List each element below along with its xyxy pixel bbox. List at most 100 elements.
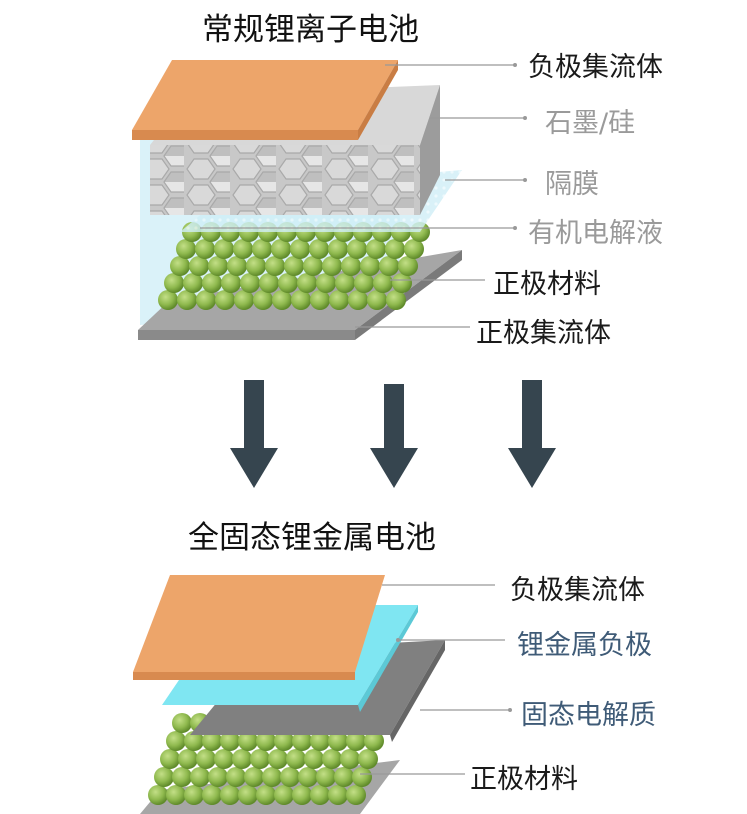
cathode-sphere xyxy=(208,256,228,276)
cathode-sphere xyxy=(354,273,374,293)
cathode-sphere xyxy=(154,767,174,787)
cathode-sphere xyxy=(221,273,241,293)
cathode-sphere xyxy=(240,273,260,293)
cathode-sphere xyxy=(292,785,312,805)
cathode-sphere xyxy=(310,785,330,805)
cathode-sphere xyxy=(176,239,196,259)
cathode-sphere xyxy=(220,785,240,805)
cathode-sphere xyxy=(172,713,192,733)
label-bottom-anode-collector: 负极集流体 xyxy=(510,575,645,606)
bottom-leader-dots xyxy=(396,638,512,712)
top-battery-stack xyxy=(132,60,462,340)
cathode-sphere xyxy=(238,785,258,805)
cathode-sphere xyxy=(265,256,285,276)
cathode-sphere xyxy=(215,290,235,310)
cathode-sphere xyxy=(274,785,294,805)
cathode-sphere xyxy=(195,239,215,259)
cathode-sphere xyxy=(366,239,386,259)
cathode-sphere xyxy=(208,767,228,787)
cathode-sphere xyxy=(346,731,366,751)
cathode-sphere xyxy=(398,256,418,276)
cathode-sphere xyxy=(322,256,342,276)
cathode-sphere xyxy=(291,290,311,310)
cathode-sphere xyxy=(316,767,336,787)
cathode-sphere xyxy=(309,239,329,259)
cathode-sphere xyxy=(316,273,336,293)
cathode-sphere xyxy=(189,256,209,276)
cathode-sphere xyxy=(166,785,186,805)
cathode-sphere xyxy=(373,273,393,293)
cathode-sphere xyxy=(272,290,292,310)
bottom-anode-collector-plate xyxy=(133,575,385,680)
cathode-sphere xyxy=(286,749,306,769)
top-title: 常规锂离子电池 xyxy=(202,12,419,48)
cathode-sphere xyxy=(160,749,180,769)
cathode-sphere xyxy=(348,290,368,310)
cathode-sphere xyxy=(386,290,406,310)
cathode-sphere xyxy=(367,290,387,310)
cathode-sphere xyxy=(202,731,222,751)
cathode-sphere xyxy=(253,290,273,310)
cathode-sphere xyxy=(335,273,355,293)
cathode-sphere xyxy=(271,239,291,259)
cathode-sphere xyxy=(183,273,203,293)
cathode-sphere xyxy=(328,731,348,751)
cathode-sphere xyxy=(278,273,298,293)
cathode-sphere xyxy=(190,767,210,787)
cathode-sphere xyxy=(177,290,197,310)
cathode-sphere xyxy=(347,239,367,259)
cathode-sphere xyxy=(202,273,222,293)
cathode-sphere xyxy=(170,256,190,276)
cathode-sphere xyxy=(172,767,192,787)
label-graphite: 石墨/硅 xyxy=(545,108,636,139)
cathode-sphere xyxy=(290,239,310,259)
cathode-sphere xyxy=(262,767,282,787)
cathode-sphere xyxy=(226,767,246,787)
cathode-sphere xyxy=(196,749,216,769)
arrow-down-icon xyxy=(508,380,556,488)
cathode-sphere xyxy=(334,767,354,787)
cathode-sphere xyxy=(184,731,204,751)
cathode-sphere xyxy=(220,731,240,751)
cathode-sphere xyxy=(202,785,222,805)
cathode-sphere xyxy=(340,749,360,769)
cathode-sphere xyxy=(214,749,234,769)
cathode-sphere xyxy=(358,749,378,769)
cathode-sphere xyxy=(385,239,405,259)
cathode-sphere xyxy=(328,785,348,805)
top-cathode-balls xyxy=(158,222,430,310)
cathode-sphere xyxy=(329,290,349,310)
bottom-battery-stack xyxy=(133,575,445,814)
cathode-sphere xyxy=(392,273,412,293)
cathode-sphere xyxy=(274,731,294,751)
transition-arrows xyxy=(230,380,556,488)
cathode-sphere xyxy=(298,767,318,787)
label-top-cathode: 正极材料 xyxy=(493,269,601,300)
cathode-sphere xyxy=(297,273,317,293)
cathode-sphere xyxy=(303,256,323,276)
cathode-sphere xyxy=(256,731,276,751)
cathode-sphere xyxy=(341,256,361,276)
label-lithium-metal-anode: 锂金属负极 xyxy=(517,630,652,661)
cathode-sphere xyxy=(379,256,399,276)
cathode-sphere xyxy=(196,290,216,310)
label-separator: 隔膜 xyxy=(545,169,599,200)
cathode-sphere xyxy=(346,785,366,805)
cathode-sphere xyxy=(284,256,304,276)
cathode-sphere xyxy=(360,256,380,276)
cathode-sphere xyxy=(244,767,264,787)
bottom-leader-lines xyxy=(360,584,510,775)
cathode-sphere xyxy=(233,239,253,259)
cathode-sphere xyxy=(246,256,266,276)
bottom-title: 全固态锂金属电池 xyxy=(188,520,436,556)
cathode-sphere xyxy=(352,767,372,787)
cathode-sphere xyxy=(304,749,324,769)
cathode-sphere xyxy=(250,749,270,769)
label-bottom-cathode: 正极材料 xyxy=(470,764,578,795)
cathode-sphere xyxy=(234,290,254,310)
cathode-sphere xyxy=(184,785,204,805)
cathode-sphere xyxy=(164,273,184,293)
cathode-sphere xyxy=(166,731,186,751)
cathode-sphere xyxy=(252,239,272,259)
arrow-down-icon xyxy=(370,384,418,488)
